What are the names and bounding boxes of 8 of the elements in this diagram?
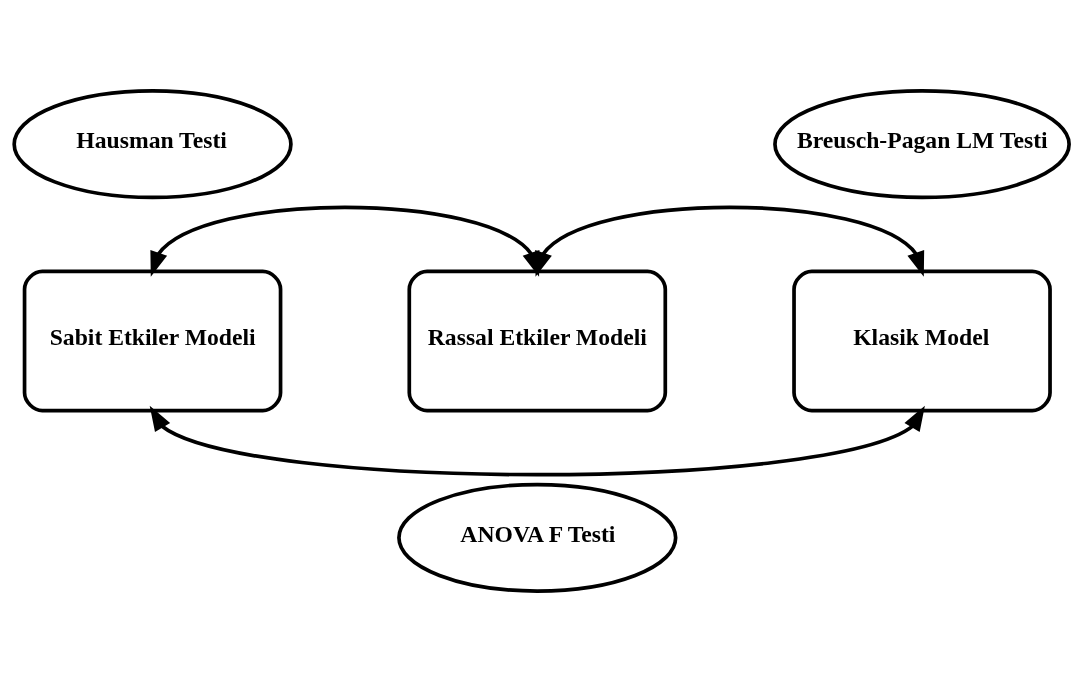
node-box: Klasik Model (792, 269, 1052, 412)
node-box: Rassal Etkiler Modeli (407, 269, 668, 412)
arrow (149, 405, 925, 476)
arrow (535, 205, 925, 277)
node-ellipse: Hausman Testi (12, 88, 293, 199)
node-box: Sabit Etkiler Modeli (22, 269, 283, 412)
node-ellipse: Breusch-Pagan LM Testi (773, 88, 1071, 199)
node-ellipse: ANOVA F Testi (397, 482, 678, 593)
